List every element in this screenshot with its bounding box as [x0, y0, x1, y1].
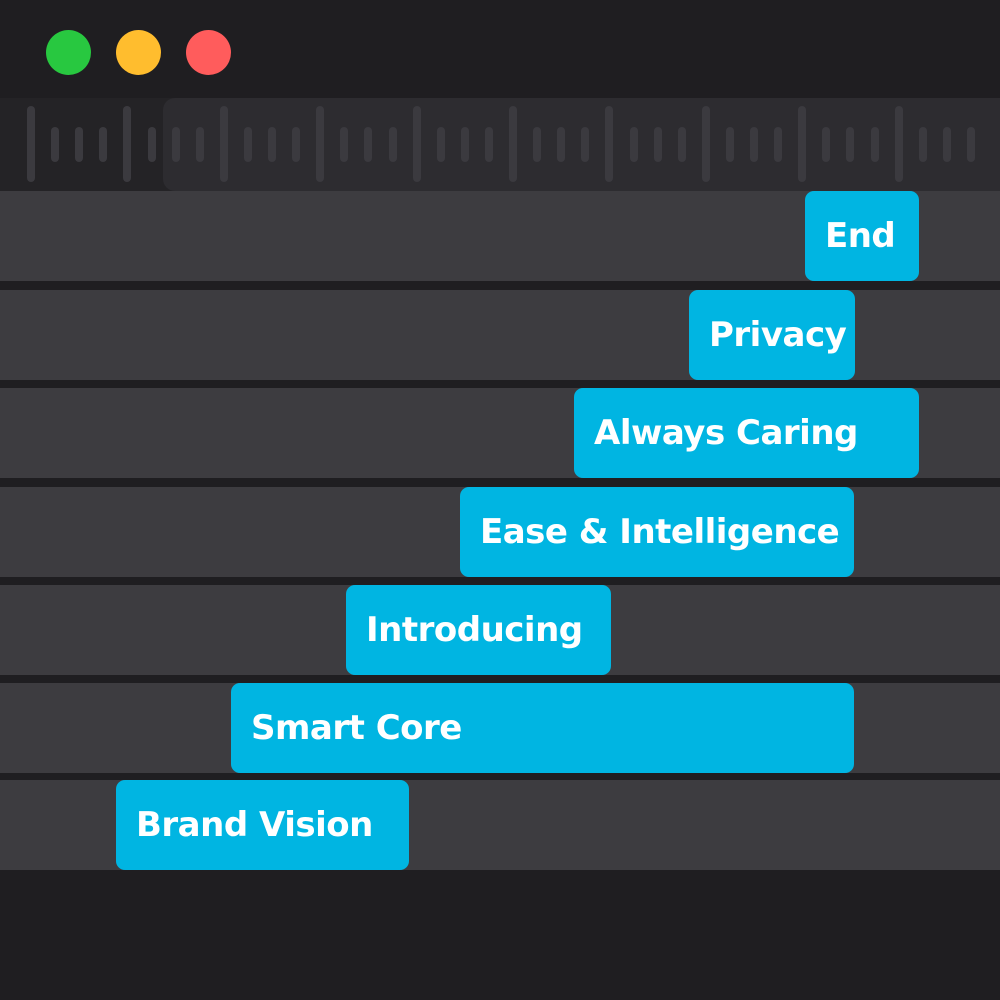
clip-introducing[interactable]: Introducing: [346, 585, 611, 675]
ruler-tick: [123, 106, 131, 182]
ruler-tick: [846, 127, 854, 162]
ruler-tick: [630, 127, 638, 162]
track-row: Brand Vision: [0, 780, 1000, 870]
ruler-tick: [75, 127, 83, 162]
track-row: Introducing: [0, 585, 1000, 675]
ruler-tick: [533, 127, 541, 162]
ruler-tick: [943, 127, 951, 162]
ruler-tick: [485, 127, 493, 162]
ruler-tick: [316, 106, 324, 182]
ruler-tick: [798, 106, 806, 182]
clip-smart-core[interactable]: Smart Core: [231, 683, 854, 773]
track-row: End: [0, 191, 1000, 281]
ruler-tick: [413, 106, 421, 182]
ruler-tick: [726, 127, 734, 162]
track-row: Always Caring: [0, 388, 1000, 478]
ruler-tick: [172, 127, 180, 162]
ruler-tick: [461, 127, 469, 162]
ruler-tick: [51, 127, 59, 162]
ruler-tick: [364, 127, 372, 162]
clip-ease-intelligence[interactable]: Ease & Intelligence: [460, 487, 854, 577]
ruler-tick: [27, 106, 35, 182]
ruler-tick: [244, 127, 252, 162]
ruler-tick: [268, 127, 276, 162]
ruler-tick: [654, 127, 662, 162]
ruler-tick: [340, 127, 348, 162]
track-row: Ease & Intelligence: [0, 487, 1000, 577]
title-bar: [0, 0, 1000, 98]
clip-privacy[interactable]: Privacy: [689, 290, 855, 380]
clip-brand-vision[interactable]: Brand Vision: [116, 780, 409, 870]
track-row: Smart Core: [0, 683, 1000, 773]
close-window-button[interactable]: [186, 30, 231, 75]
clip-end[interactable]: End: [805, 191, 919, 281]
ruler-tick: [389, 127, 397, 162]
ruler-tick: [774, 127, 782, 162]
maximize-window-button[interactable]: [46, 30, 91, 75]
clip-always-caring[interactable]: Always Caring: [574, 388, 919, 478]
ruler-tick: [581, 127, 589, 162]
ruler-tick: [702, 106, 710, 182]
ruler-tick: [822, 127, 830, 162]
minimize-window-button[interactable]: [116, 30, 161, 75]
ruler-tick: [605, 106, 613, 182]
ruler-tick: [437, 127, 445, 162]
ruler-tick: [967, 127, 975, 162]
ruler-tick: [220, 106, 228, 182]
ruler-tick: [148, 127, 156, 162]
ruler-tick: [99, 127, 107, 162]
track-row: Privacy: [0, 290, 1000, 380]
ruler-tick: [678, 127, 686, 162]
ruler-tick: [871, 127, 879, 162]
ruler-tick: [557, 127, 565, 162]
ruler-tick: [509, 106, 517, 182]
ruler-tick: [292, 127, 300, 162]
ruler-tick: [895, 106, 903, 182]
ruler-tick: [750, 127, 758, 162]
ruler-tick: [919, 127, 927, 162]
bottom-panel: [0, 876, 1000, 1000]
ruler-tick: [196, 127, 204, 162]
